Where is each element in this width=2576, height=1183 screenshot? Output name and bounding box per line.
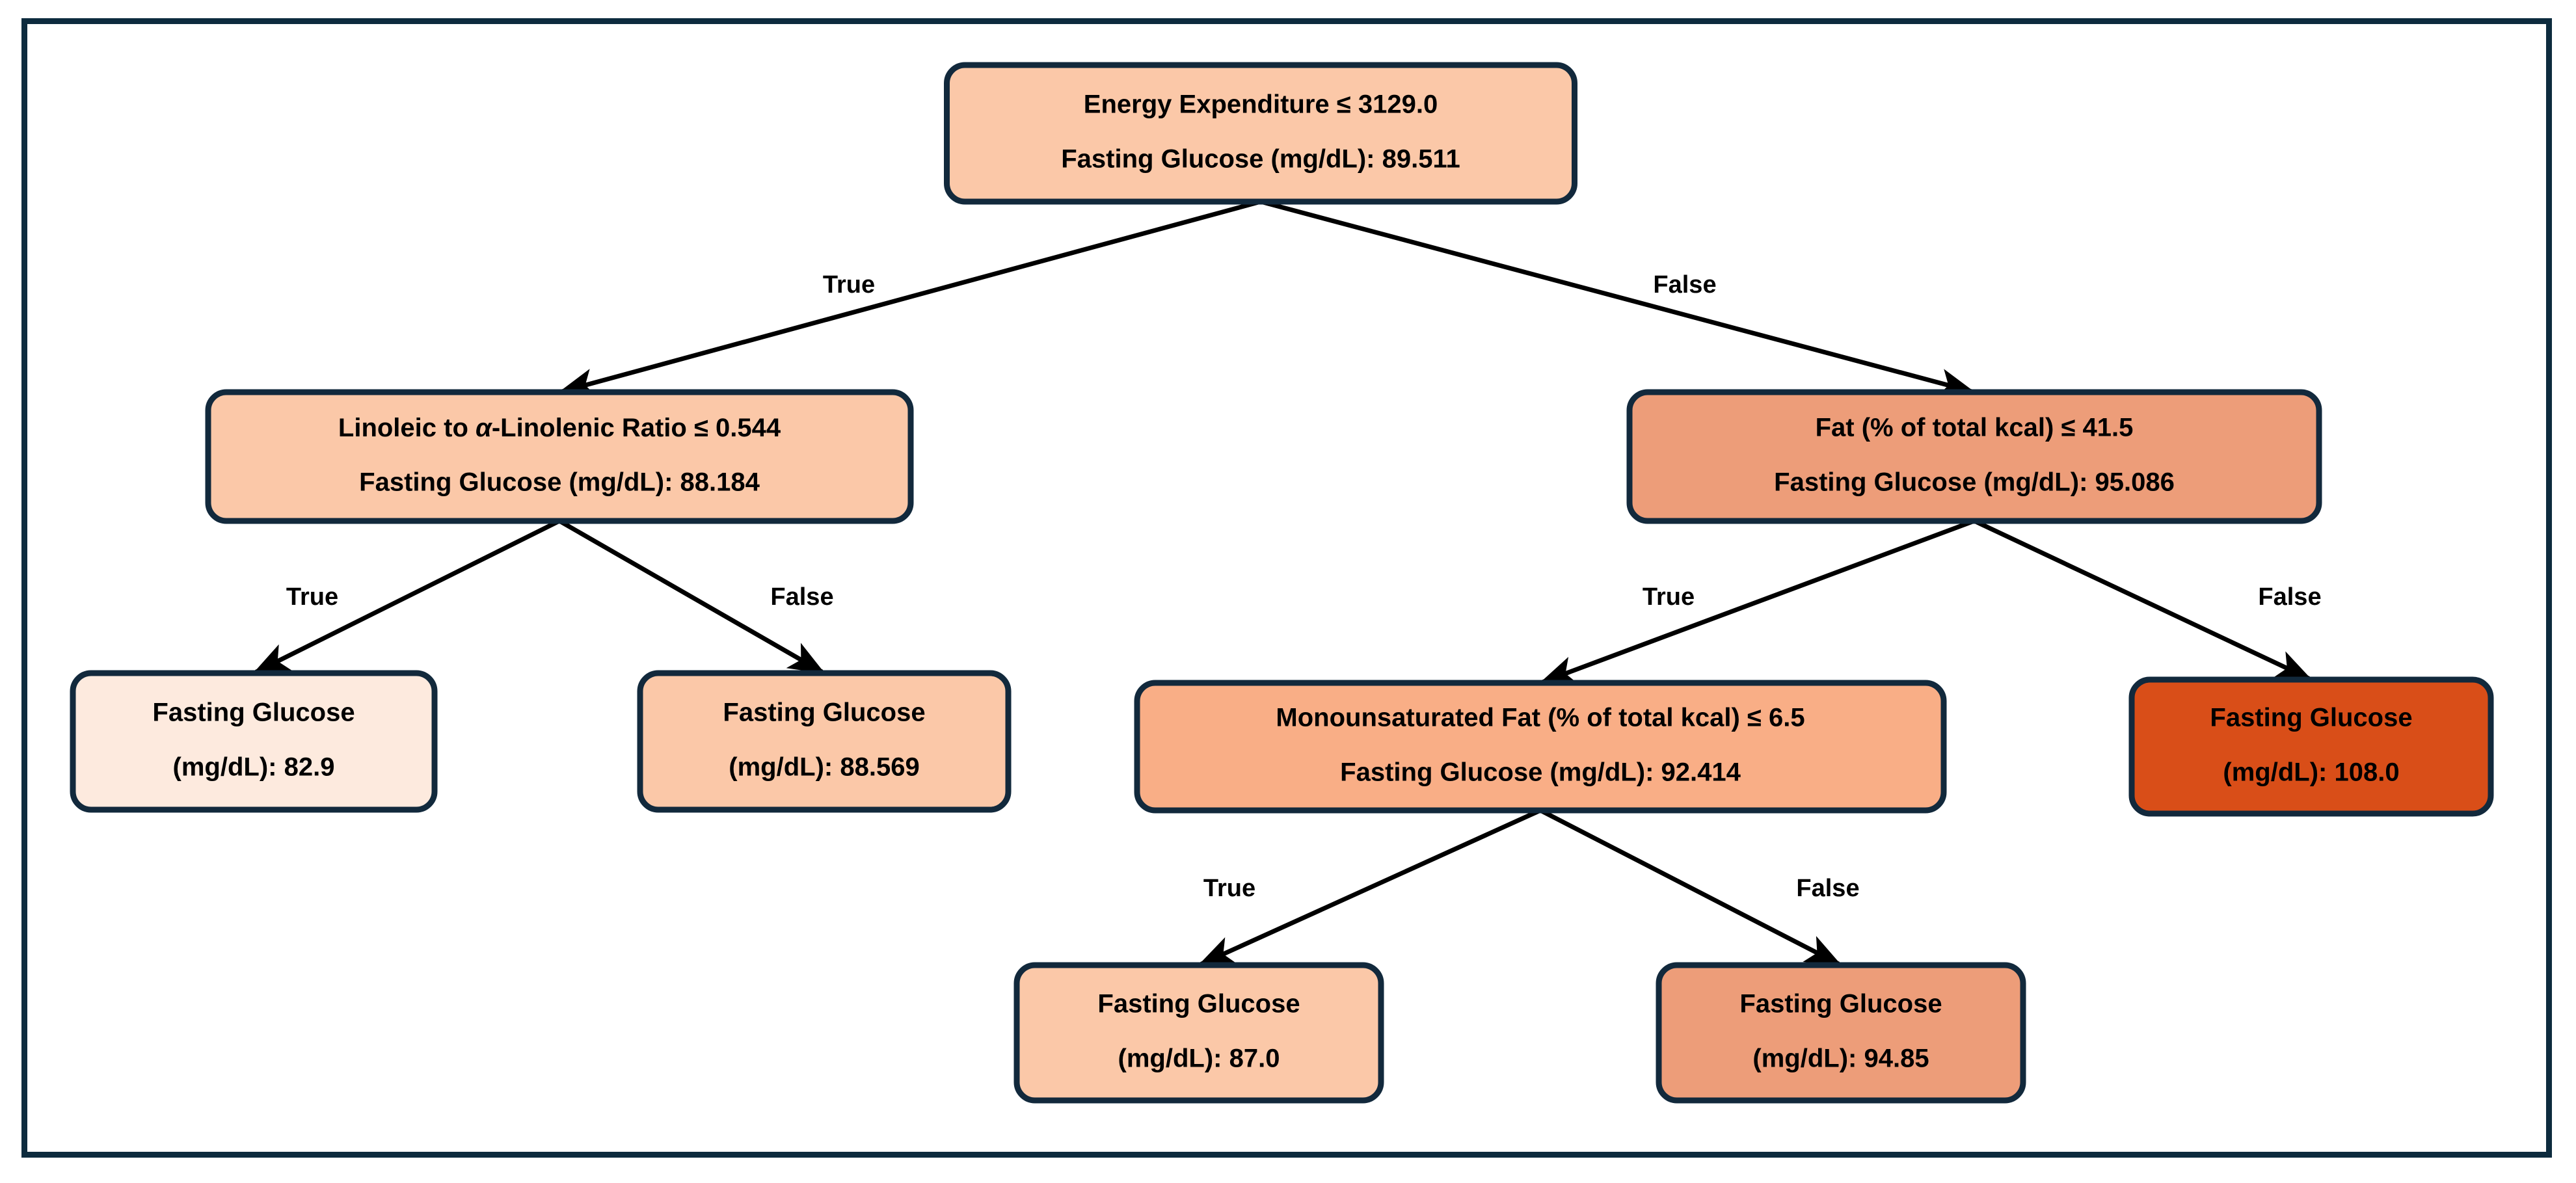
- edge-label-true: True: [1203, 875, 1255, 902]
- tree-edges: [252, 199, 2313, 966]
- node-value-label: Fasting Glucose: [1097, 990, 1300, 1018]
- tree-edge-n0-n1: [558, 199, 1261, 397]
- node-value: (mg/dL): 82.9: [173, 753, 335, 782]
- node-box: [205, 389, 914, 524]
- edge-label-true: True: [823, 271, 875, 299]
- tree-leaf-node[interactable]: Fasting Glucose (mg/dL): 108.0: [2128, 676, 2494, 817]
- node-condition: Energy Expenditure ≤ 3129.0: [1084, 90, 1438, 119]
- node-box: [2128, 676, 2494, 817]
- node-value: (mg/dL): 88.569: [729, 753, 919, 782]
- node-value-label: Fasting Glucose: [723, 698, 925, 727]
- tree-leaf-node[interactable]: Fasting Glucose (mg/dL): 88.569: [637, 670, 1012, 813]
- tree-edge-n2-n5: [1539, 518, 1976, 684]
- node-value: Fasting Glucose (mg/dL): 92.414: [1340, 758, 1741, 787]
- node-condition: Fat (% of total kcal) ≤ 41.5: [1816, 414, 2134, 442]
- tree-internal-node[interactable]: Monounsaturated Fat (% of total kcal) ≤ …: [1134, 680, 1947, 814]
- tree-internal-node[interactable]: Linoleic to α-Linolenic Ratio ≤ 0.544Fas…: [205, 389, 914, 524]
- edge-label-false: False: [1653, 271, 1716, 299]
- node-value: Fasting Glucose (mg/dL): 89.511: [1061, 145, 1460, 174]
- node-value-label: Fasting Glucose: [152, 698, 355, 727]
- tree-leaf-node[interactable]: Fasting Glucose (mg/dL): 94.85: [1656, 962, 2026, 1104]
- edge-label-false: False: [2258, 583, 2321, 611]
- node-condition: Linoleic to α-Linolenic Ratio ≤ 0.544: [338, 414, 781, 442]
- node-box: [70, 670, 438, 813]
- node-value: (mg/dL): 108.0: [2223, 758, 2399, 787]
- node-value: (mg/dL): 94.85: [1752, 1044, 1929, 1073]
- node-box: [1626, 389, 2322, 524]
- edge-label-false: False: [1796, 875, 1859, 902]
- node-box: [1013, 962, 1384, 1104]
- node-value: (mg/dL): 87.0: [1118, 1044, 1280, 1073]
- tree-edge-n5-n7: [1198, 808, 1542, 966]
- node-condition: Monounsaturated Fat (% of total kcal) ≤ …: [1276, 704, 1805, 732]
- node-box: [1656, 962, 2026, 1104]
- tree-edge-n2-n6: [1973, 518, 2313, 681]
- node-box: [637, 670, 1012, 813]
- edge-label-true: True: [1643, 583, 1695, 611]
- node-box: [1134, 680, 1947, 814]
- tree-edge-n1-n4: [558, 518, 825, 674]
- tree-leaf-node[interactable]: Fasting Glucose (mg/dL): 87.0: [1013, 962, 1384, 1104]
- tree-leaf-node[interactable]: Fasting Glucose (mg/dL): 82.9: [70, 670, 438, 813]
- edge-label-false: False: [770, 583, 833, 611]
- node-value-label: Fasting Glucose: [1739, 990, 1942, 1018]
- node-value: Fasting Glucose (mg/dL): 95.086: [1774, 468, 2175, 497]
- tree-edge-n0-n2: [1260, 199, 1976, 397]
- node-box: [944, 62, 1577, 205]
- node-value: Fasting Glucose (mg/dL): 88.184: [359, 468, 760, 497]
- edge-label-true: True: [286, 583, 338, 611]
- tree-edge-n1-n3: [252, 518, 561, 674]
- tree-edge-n5-n8: [1539, 808, 1842, 966]
- node-value-label: Fasting Glucose: [2210, 704, 2412, 732]
